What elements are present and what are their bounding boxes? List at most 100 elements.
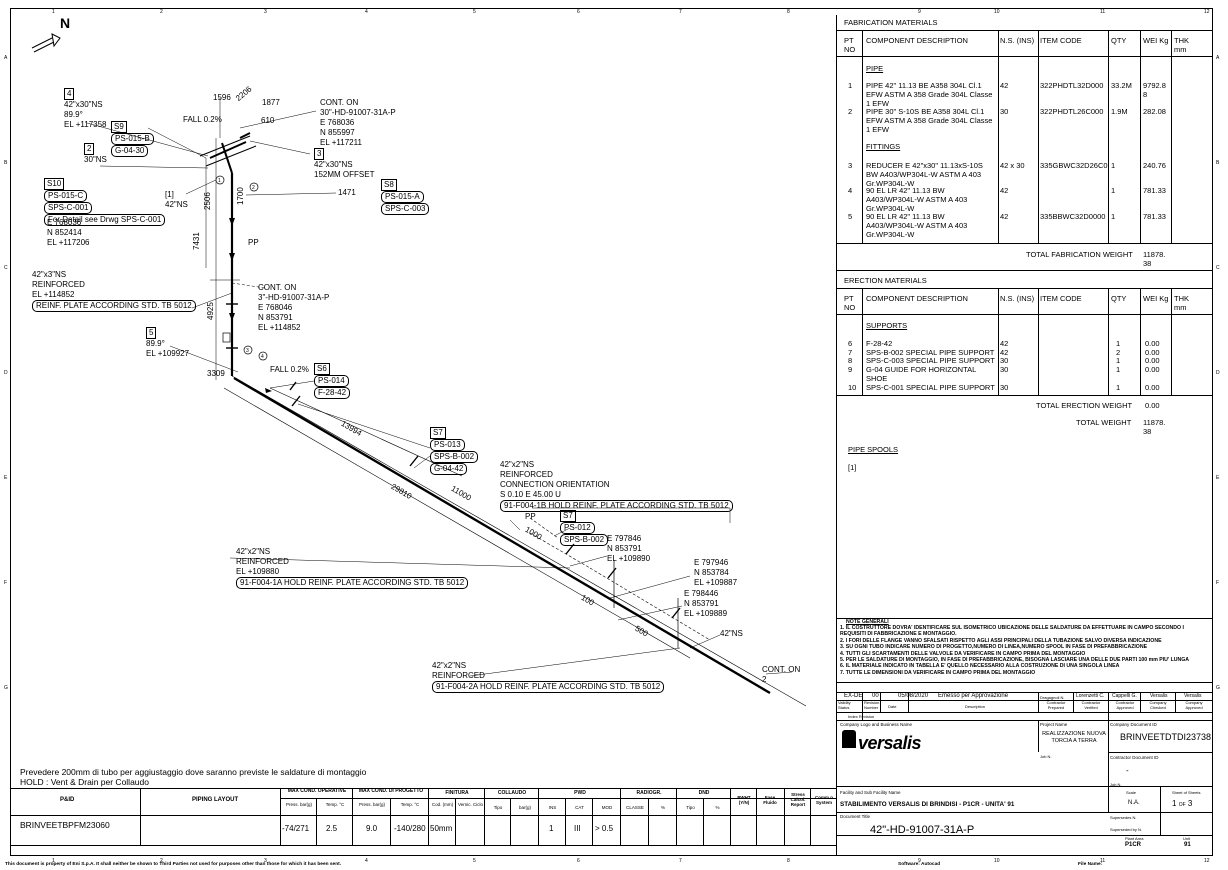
sheet-number: 1 OF 3 — [1172, 799, 1192, 808]
rev-company-approved: Versalis — [1184, 693, 1202, 699]
project-header: Project Name — [1040, 722, 1068, 727]
versalis-logo-icon — [842, 730, 856, 748]
north-label: N — [60, 15, 71, 31]
cont-on-3: CONT. ON 2 — [762, 665, 801, 684]
temp-des-value: -140/280 — [394, 824, 426, 833]
ruler-row-right-E: E — [1216, 475, 1220, 481]
pipe-route — [86, 98, 807, 707]
ere-hdr-ns: N.S. (INS) — [1000, 294, 1035, 303]
pipe-row-desc: PIPE 42" 11.13 BE A358 304L Cl.1 EFW AST… — [866, 81, 993, 108]
fit-row-pt: 4 — [848, 186, 853, 195]
h-validity: Validity Status — [838, 700, 851, 710]
pid-value: BRINVEETBPFM23060 — [20, 820, 110, 830]
job2-header: Job N. — [1110, 782, 1122, 787]
dim-1471: 1471 — [338, 188, 356, 197]
pipe-row-pt: 2 — [848, 107, 853, 116]
barg-sub: bar(g) — [518, 805, 531, 810]
footer-filename: File Name: — [1078, 862, 1103, 867]
rev-num: 00 — [872, 693, 879, 699]
ruler-col-top-12: 12 — [1204, 9, 1210, 15]
pipe-row-pt: 1 — [848, 81, 853, 90]
company-logo-text: versalis — [858, 733, 922, 753]
ruler-col-top-10: 10 — [994, 9, 1000, 15]
cat-value: III — [574, 824, 581, 833]
ruler-row-right-F: F — [1216, 580, 1220, 586]
sup-row-qty: 1 — [1116, 356, 1121, 365]
support-s7b: S7 PS-012 SPS-B-002 — [560, 510, 609, 546]
ruler-row-left-C: C — [4, 265, 8, 271]
h-cap: Company Approved — [1185, 700, 1203, 710]
contractor-doc-id: - — [1126, 766, 1129, 775]
tipo-sub: Tipo — [493, 805, 503, 810]
pipe-row-desc: PIPE 30" S-10S BE A358 304L Cl.1 EFW AST… — [866, 107, 993, 134]
ruler-row-left-E: E — [4, 475, 8, 481]
document-title: 42"-HD-91007-31A-P — [870, 824, 975, 836]
drawing-note: Prevedere 200mm di tubo per aggiustaggio… — [20, 767, 367, 787]
scale-value: N.A. — [1128, 800, 1140, 806]
support-s7a: S7 PS-013 SPS-B-002 G-04-42 — [430, 427, 479, 475]
scale-header: Scale — [1126, 790, 1137, 795]
h-cc: Company Checked — [1149, 700, 1167, 710]
rev-checked: Versalis — [1150, 693, 1168, 699]
sup-row-pt: 9 — [848, 365, 853, 374]
pipe-row-code: 322PHDTL32D000 — [1040, 81, 1104, 90]
mod-value: > 0.5 — [595, 824, 614, 833]
comm-header: Comm.n System — [815, 795, 833, 805]
facility-header: Facility and Sub Facility Name — [840, 790, 901, 795]
ruler-row-left-B: B — [4, 160, 8, 166]
ruler-row-left-F: F — [4, 580, 8, 586]
fall-note-1: FALL 0.2% — [183, 115, 222, 124]
ere-hdr-wei: WEI Kg — [1143, 294, 1169, 303]
ere-hdr-pt: PT NO — [844, 294, 856, 312]
note-item: 3. SU OGNI TUBO INDICARE NUMERO DI PROGE… — [840, 644, 1148, 651]
stress-header: Stress Calcol. Report — [790, 792, 806, 807]
hdr-desc: COMPONENT DESCRIPTION — [866, 36, 968, 45]
reinforcement-3: 42"x2"NS REINFORCED 91-F004-2A HOLD REIN… — [432, 661, 665, 693]
fit-row-ns: 42 — [1000, 212, 1009, 221]
ruler-col-bottom-3: 3 — [264, 858, 267, 864]
fit-row-code: 335BBWC32D0000 — [1040, 212, 1106, 221]
unit-header: Unit — [1183, 836, 1191, 841]
sup-row-wei: 0.00 — [1145, 383, 1160, 392]
pipe-row-ns: 42 — [1000, 81, 1009, 90]
total-fab-value: 11878. 38 — [1143, 250, 1166, 268]
dim-4925: 4925 — [206, 302, 215, 320]
total-weight-label: TOTAL WEIGHT — [1076, 418, 1132, 427]
reinforcement-1: 42"x3"NS REINFORCED EL +114852 REINF. PL… — [32, 270, 196, 312]
fit-row-wei: 781.33 — [1143, 212, 1166, 221]
sup-row-qty: 1 — [1116, 365, 1121, 374]
radiogr-header: RADIOGR. — [636, 790, 662, 796]
callout-3: 3 42"x30"NS 152MM OFFSET — [314, 148, 375, 179]
dim-1877: 1877 — [262, 98, 280, 107]
total-weight-value: 11878. 38 — [1143, 418, 1166, 436]
sup-row-wei: 0.00 — [1145, 356, 1160, 365]
sup-row-ns: 42 — [1000, 348, 1009, 357]
classe-sub: CLASSE — [626, 805, 644, 810]
temp-op-value: 2.5 — [326, 824, 338, 833]
hdr-ns: N.S. (INS) — [1000, 36, 1035, 45]
pipe-row-qty: 33.2M — [1111, 81, 1132, 90]
sup-row-desc: F-28-42 — [866, 339, 893, 348]
sup-row-ns: 30 — [1000, 356, 1009, 365]
erection-title: ERECTION MATERIALS — [844, 276, 927, 285]
fit-row-qty: 1 — [1111, 212, 1116, 221]
dim-2506: 2506 — [203, 192, 212, 210]
ruler-row-left-G: G — [4, 685, 8, 691]
plant-header: Plant Area — [1125, 836, 1144, 841]
fit-row-wei: 781.33 — [1143, 186, 1166, 195]
ruler-row-left-A: A — [4, 55, 8, 61]
ruler-col-top-5: 5 — [473, 9, 476, 15]
support-s9: S9 PS-015-B G-04-30 — [111, 121, 154, 157]
dim-1700: 1700 — [236, 187, 245, 205]
total-erection-value: 0.00 — [1145, 401, 1160, 410]
sup-row-desc: SPS-C-001 SPECIAL PIPE SUPPORT — [866, 383, 995, 392]
docid-header: Company Document ID — [1110, 722, 1157, 727]
dim-610: 610 — [261, 116, 275, 125]
pwd-header: PWD — [574, 790, 586, 796]
ruler-col-bottom-6: 6 — [577, 858, 580, 864]
project-name: REALIZZAZIONE NUOVA TORCIA A TERRA — [1042, 731, 1106, 744]
pipe-row-wei: 282.08 — [1143, 107, 1166, 116]
fit-row-desc: REDUCER E 42"x30" 11.13xS-10S BW A403/WP… — [866, 161, 983, 188]
sup-row-ns: 42 — [1000, 339, 1009, 348]
max-des-header: MAX COND. DI PROGETTO — [358, 788, 424, 794]
